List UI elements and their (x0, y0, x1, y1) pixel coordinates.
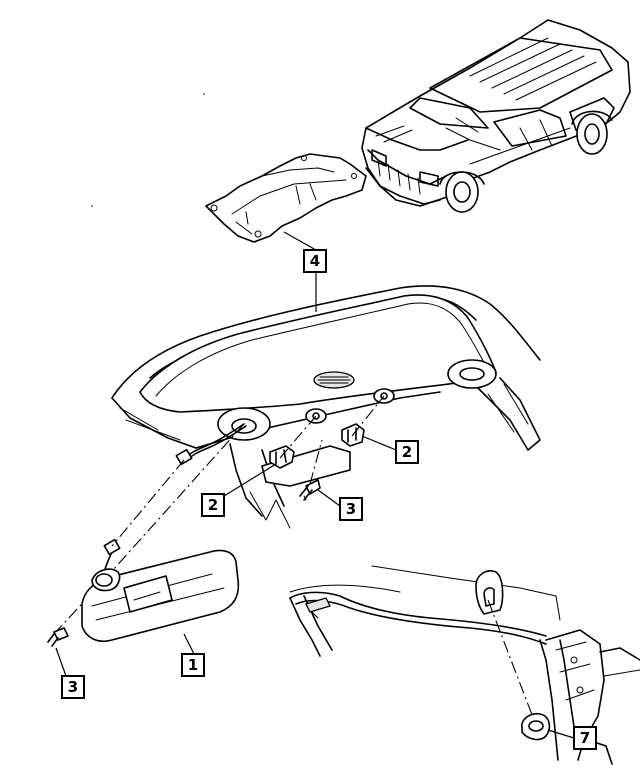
svg-text:2: 2 (402, 443, 412, 461)
clip-centerline (351, 395, 385, 437)
callout-4: 4 (283, 231, 327, 312)
callout-3-lower: 3 (55, 647, 85, 699)
scan-dot (91, 205, 93, 207)
svg-text:3: 3 (346, 500, 356, 518)
grab-handle-plug (520, 712, 551, 741)
callout-7: 7 (547, 726, 597, 750)
screw-upper (299, 479, 321, 501)
visor-centerline (103, 423, 245, 581)
headliner-panel (205, 153, 367, 243)
rear-roof-detail (289, 565, 640, 765)
svg-text:4: 4 (310, 252, 320, 270)
vehicle-illustration (361, 19, 631, 213)
svg-text:7: 7 (580, 729, 590, 747)
scan-dot (203, 93, 205, 95)
visor-wire-harness (103, 423, 247, 573)
svg-text:3: 3 (68, 678, 78, 696)
svg-text:2: 2 (208, 496, 218, 514)
callout-2-right: 2 (361, 435, 419, 464)
plug-centerline (487, 599, 535, 721)
visor-centerline (111, 459, 185, 547)
screw-lower (47, 627, 69, 647)
callout-1: 1 (181, 633, 205, 677)
svg-text:1: 1 (188, 656, 198, 674)
clip-centerline (279, 415, 317, 459)
callout-3-upper: 3 (317, 489, 363, 521)
roof-interior (111, 285, 541, 529)
sun-visor (81, 549, 240, 642)
callout-2-left: 2 (201, 463, 277, 517)
visor-clip-left (269, 445, 295, 469)
screw-centerline (309, 439, 323, 485)
